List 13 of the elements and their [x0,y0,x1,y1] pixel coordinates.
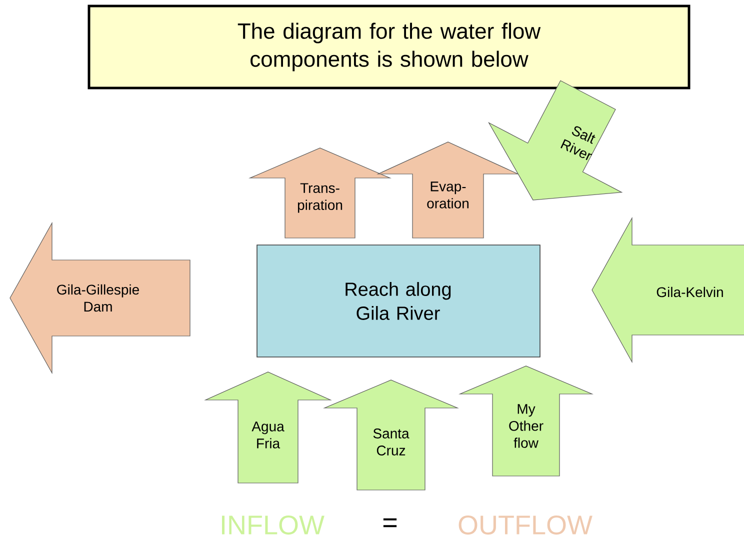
flow-block: Gila-Gillespie Dam [10,222,190,374]
flow-block: Evap- oration [376,142,520,238]
flow-block: Agua Fria [204,372,332,484]
equation-label: OUTFLOW [458,515,592,535]
flow-block: Gila-Kelvin [592,216,744,364]
flow-block: My Other flow [458,366,594,476]
flow-block: Trans- piration [248,148,392,238]
equation-label: INFLOW [222,515,324,535]
flow-block: Santa Cruz [323,380,459,490]
title-box: The diagram for the water flow components is shown below [88,4,690,90]
process-box: Reach along Gila River [256,244,540,358]
flow-block: Salt River [488,80,623,200]
equation-label: = [383,518,397,528]
